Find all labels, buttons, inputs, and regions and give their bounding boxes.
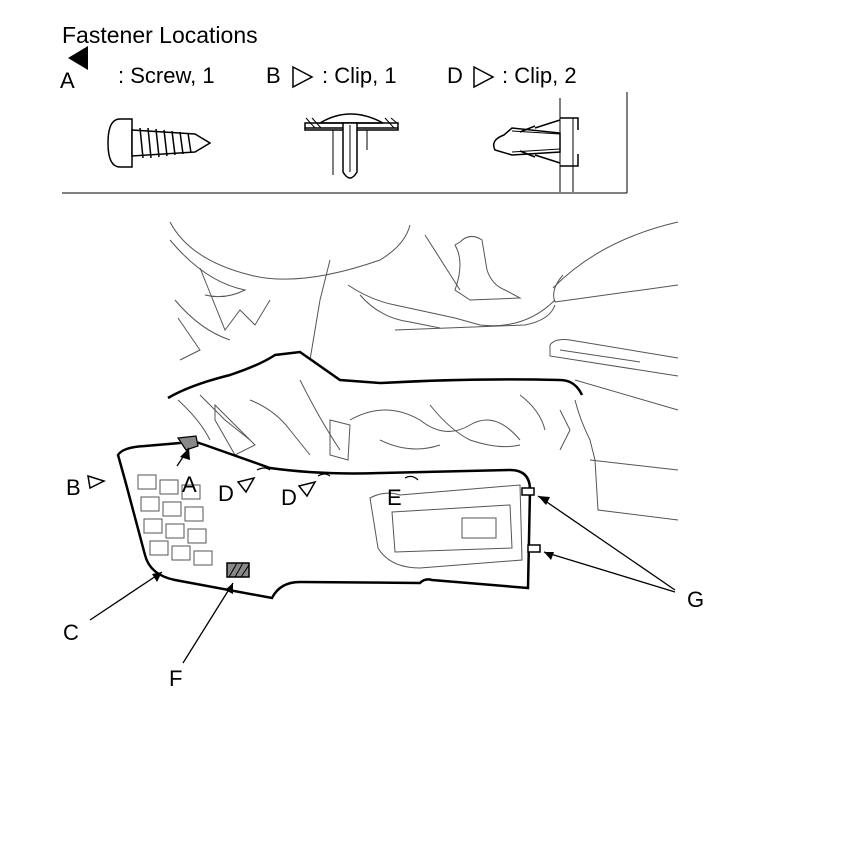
legend-b-letter: B [266, 63, 281, 88]
dashboard-background [169, 221, 679, 569]
clip-b-marker-icon [292, 65, 314, 89]
clip-b-icon [304, 113, 399, 179]
clip-hook-icon [256, 467, 419, 481]
screw-icon [107, 118, 212, 168]
vent-grid [137, 474, 213, 566]
clip-b-callout-icon [87, 474, 106, 490]
page-title: Fastener Locations [62, 22, 258, 48]
callout-d-2: D [281, 485, 297, 510]
callout-e: E [387, 485, 402, 510]
clip-d-callout-icon [236, 476, 256, 494]
screw-marker-icon [68, 46, 88, 70]
legend-d-text: : Clip, 2 [502, 63, 577, 88]
screw-location-icon [176, 435, 199, 451]
legend-d-letter: D [447, 63, 463, 88]
callout-g: G [687, 587, 705, 612]
clip-d-callout-icon-2 [297, 480, 317, 498]
legend-a-text: : Screw, 1 [118, 63, 215, 88]
legend-b-text: : Clip, 1 [322, 63, 397, 88]
callout-b: B [66, 475, 81, 500]
legend-box [62, 92, 628, 194]
callout-f: F [169, 666, 183, 691]
callout-a: A [182, 472, 197, 497]
clip-d-icon [492, 98, 579, 192]
clip-d-marker-icon [473, 65, 495, 89]
legend-a-letter: A [60, 68, 75, 93]
clip-g-icon [521, 487, 541, 553]
callout-d-1: D [218, 481, 234, 506]
callout-c: C [63, 620, 79, 645]
arrowheads [152, 448, 554, 594]
pad-f [226, 562, 250, 578]
